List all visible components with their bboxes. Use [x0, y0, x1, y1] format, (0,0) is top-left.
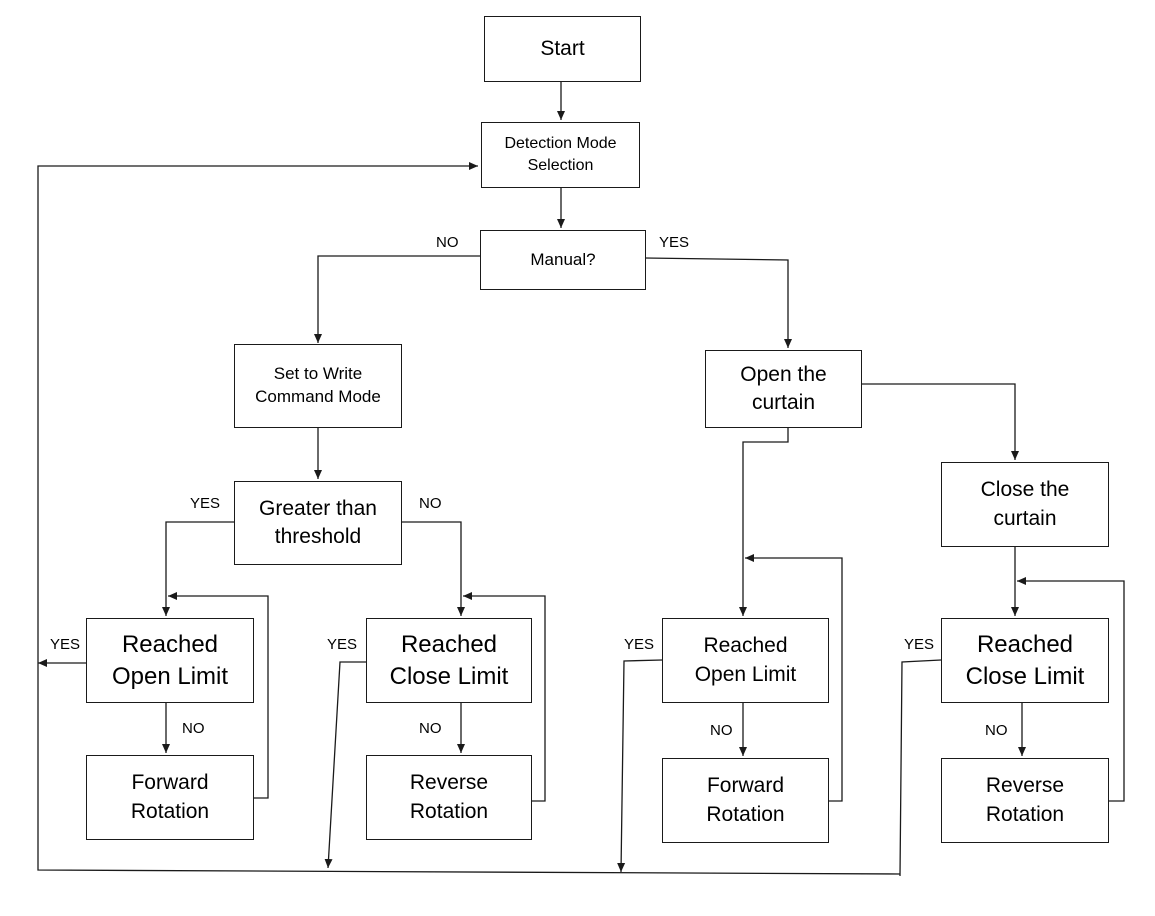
reached-close-limit-right: Reached Close Limit: [941, 618, 1109, 703]
threshold-yes-label: YES: [190, 495, 221, 512]
detection-mode-node: Detection Mode Selection: [481, 122, 640, 188]
manual-yes-label: YES: [659, 234, 690, 251]
arrow-manual-no: [314, 255, 480, 343]
loop-forward1: [168, 592, 269, 799]
forward-rotation-right: Forward Rotation: [662, 758, 829, 843]
return-loop: [37, 162, 901, 875]
loop-forward2: [745, 554, 843, 802]
close2-no-label: NO: [985, 722, 1008, 739]
arrow-threshold-no: [401, 521, 465, 616]
arrow-open-to-reached-open2: [739, 428, 789, 616]
loop-reverse2: [1017, 577, 1125, 802]
arrow-threshold-yes: [162, 521, 234, 616]
close-curtain-node: Close the curtain: [941, 462, 1109, 547]
reached-close-limit-left: Reached Close Limit: [366, 618, 532, 703]
close2-yes-label: YES: [904, 636, 935, 653]
open2-yes-label: YES: [624, 636, 655, 653]
arrow-open-to-close: [862, 383, 1019, 460]
reached-open-limit-left: Reached Open Limit: [86, 618, 254, 703]
open1-no-label: NO: [182, 720, 205, 737]
arrow-open2-yes: [617, 659, 663, 873]
reverse-rotation-right: Reverse Rotation: [941, 758, 1109, 843]
loop-reverse1: [463, 592, 546, 802]
close1-no-label: NO: [419, 720, 442, 737]
close1-yes-label: YES: [327, 636, 358, 653]
arrow-close2-yes: [899, 659, 942, 877]
arrow-manual-yes: [644, 257, 792, 348]
reached-open-limit-right: Reached Open Limit: [662, 618, 829, 703]
manual-decision: Manual?: [480, 230, 646, 290]
forward-rotation-left: Forward Rotation: [86, 755, 254, 840]
arrow-close1-yes: [324, 661, 366, 869]
open-curtain-node: Open the curtain: [705, 350, 862, 428]
greater-threshold-decision: Greater than threshold: [234, 481, 402, 565]
open2-no-label: NO: [710, 722, 733, 739]
threshold-no-label: NO: [419, 495, 442, 512]
manual-no-label: NO: [436, 234, 459, 251]
start-node: Start: [484, 16, 641, 82]
reverse-rotation-left: Reverse Rotation: [366, 755, 532, 840]
set-write-mode-node: Set to Write Command Mode: [234, 344, 402, 428]
open1-yes-label: YES: [50, 636, 81, 653]
